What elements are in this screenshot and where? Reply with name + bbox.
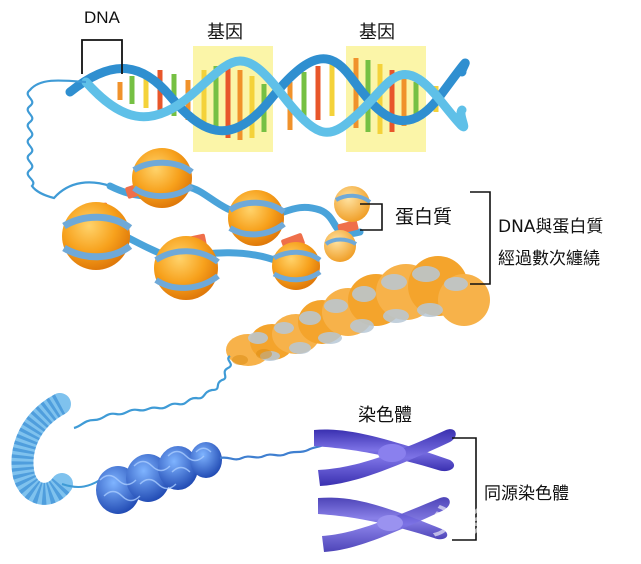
chromosome-top bbox=[314, 429, 456, 486]
label-protein: 蛋白質 bbox=[395, 202, 452, 229]
compact-chromatin-blue bbox=[96, 442, 222, 514]
label-dna: DNA bbox=[84, 8, 120, 28]
label-gene-1: 基因 bbox=[207, 18, 243, 44]
histone-beads bbox=[62, 148, 370, 300]
label-gene-2: 基因 bbox=[359, 18, 395, 44]
bracket-wrapping bbox=[470, 192, 490, 284]
histone-bead bbox=[132, 148, 192, 208]
histone-bead bbox=[154, 236, 218, 300]
histone-bead bbox=[324, 230, 356, 262]
label-chromosome: 染色體 bbox=[358, 401, 412, 427]
label-wrapping-line2: 經過數次纏繞 bbox=[498, 244, 600, 269]
histone-bead bbox=[272, 242, 320, 290]
histone-bead bbox=[228, 190, 284, 246]
chromosome-bottom bbox=[318, 497, 450, 552]
chromatin-fiber-orange bbox=[226, 256, 490, 366]
watermark: 头条 bbox=[432, 494, 504, 543]
chromatin-to-chromosome-line bbox=[220, 442, 328, 459]
label-wrapping-line1: DNA與蛋白質 bbox=[498, 212, 603, 237]
histone-bead bbox=[62, 202, 130, 270]
solenoid-fiber bbox=[23, 404, 63, 494]
dna-coil-middle bbox=[74, 356, 231, 428]
linker-dna bbox=[96, 186, 360, 262]
